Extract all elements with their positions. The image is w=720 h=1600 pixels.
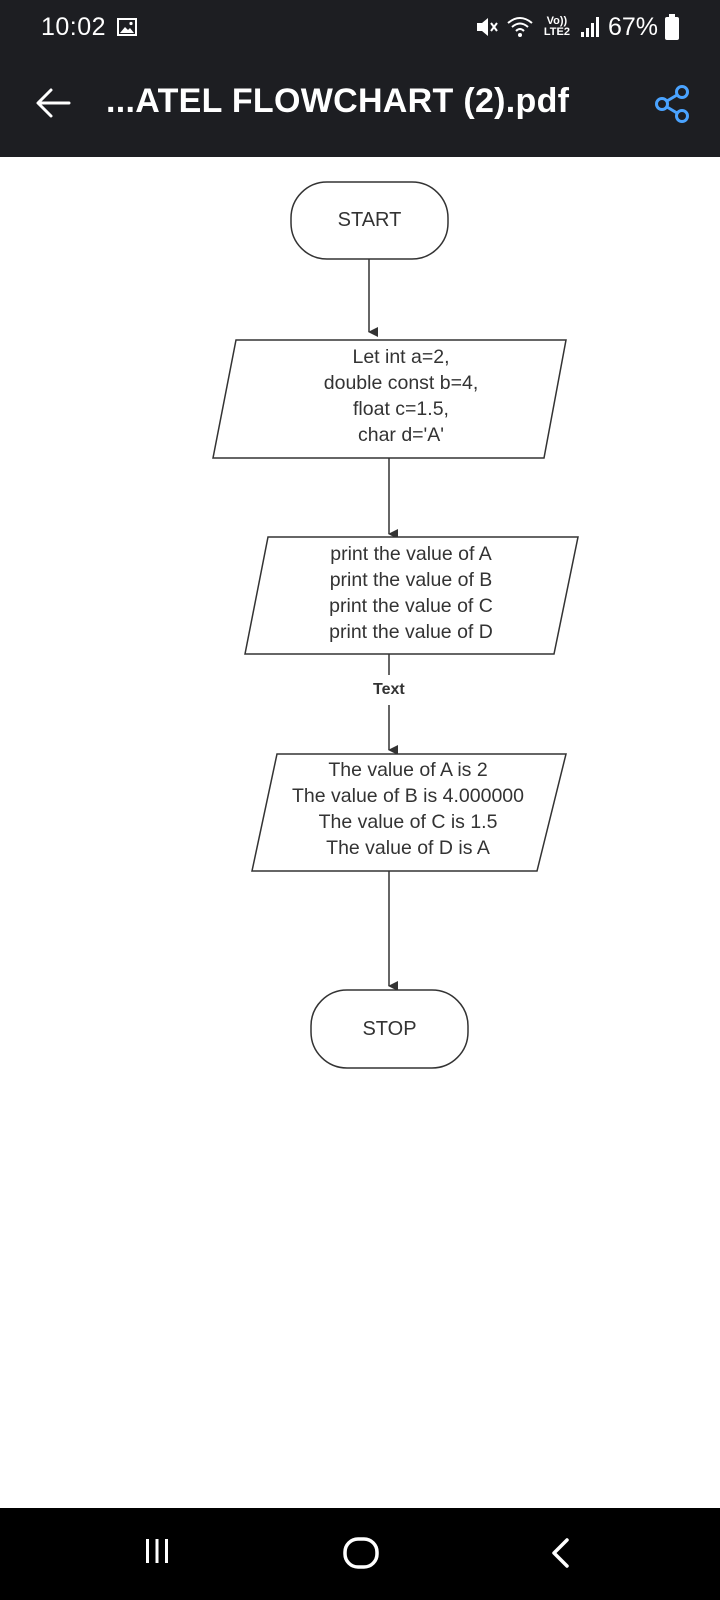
- print-line: print the value of B: [329, 569, 493, 591]
- edge-label: Text: [371, 681, 407, 699]
- declare-line: char d='A': [357, 424, 445, 446]
- signal-icon: [580, 17, 599, 37]
- top-bar: 10:02 Vo)) LTE2: [0, 0, 720, 157]
- output-text: The value of A is 2 The value of B is 4.…: [258, 757, 558, 861]
- network-text: Vo)) LTE2: [543, 15, 570, 38]
- print-text: print the value of A print the value of …: [246, 541, 576, 645]
- declare-text: Let int a=2, double const b=4, float c=1…: [236, 344, 566, 448]
- battery-icon: [665, 14, 679, 40]
- battery-percentage: 67%: [607, 12, 658, 41]
- print-shape: [244, 536, 579, 655]
- stop-label: STOP: [362, 1018, 417, 1040]
- declare-line: float c=1.5,: [353, 398, 449, 420]
- output-line: The value of D is A: [326, 837, 490, 859]
- nav-back-icon[interactable]: [548, 1536, 572, 1570]
- start-label: START: [337, 209, 402, 231]
- stop-terminal-shape: [310, 989, 469, 1069]
- share-icon[interactable]: [653, 84, 691, 124]
- wifi-icon: [507, 17, 533, 37]
- output-line: The value of A is 2: [328, 759, 488, 781]
- flowchart-diagram: [212, 181, 579, 1069]
- back-arrow-icon[interactable]: [33, 86, 73, 120]
- status-icons: Vo)) LTE2 67%: [474, 12, 680, 42]
- network-label: Vo)) LTE2: [540, 16, 574, 38]
- image-icon: [117, 18, 137, 36]
- output-line: The value of C is 1.5: [318, 811, 498, 833]
- output-line: The value of B is 4.000000: [292, 785, 524, 807]
- home-icon[interactable]: [342, 1536, 380, 1570]
- pdf-page[interactable]: START Let int a=2, double const b=4, flo…: [0, 157, 720, 1507]
- print-line: print the value of D: [329, 621, 493, 643]
- status-time: 10:02: [41, 13, 107, 41]
- print-line: print the value of C: [329, 595, 493, 617]
- system-nav-bar: [0, 1508, 720, 1600]
- print-line: print the value of A: [330, 543, 492, 565]
- document-title: ...ATEL FLOWCHART (2).pdf: [106, 82, 570, 120]
- output-shape: [251, 753, 567, 872]
- declare-line: Let int a=2,: [352, 346, 450, 368]
- recent-apps-icon[interactable]: [143, 1536, 171, 1566]
- declare-shape: [212, 339, 567, 459]
- declare-line: double const b=4,: [323, 372, 479, 394]
- mute-icon: [476, 18, 498, 36]
